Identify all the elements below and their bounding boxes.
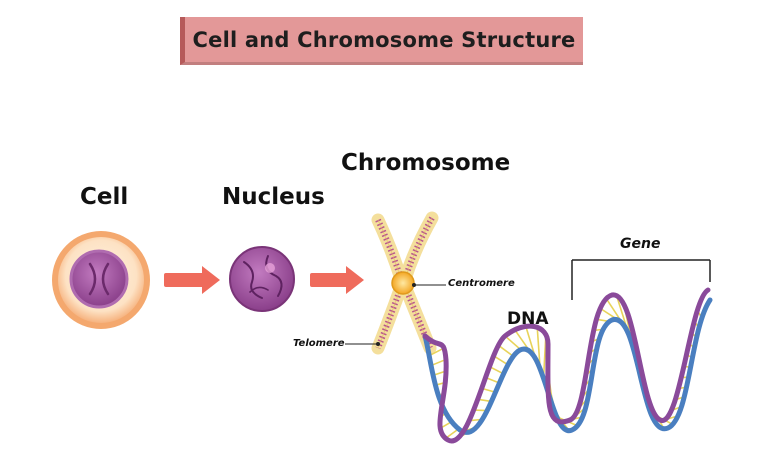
label-telomere: Telomere bbox=[293, 338, 345, 349]
nucleolus bbox=[265, 263, 275, 273]
title-banner: Cell and Chromosome Structure bbox=[180, 17, 583, 65]
nucleus-body bbox=[229, 246, 295, 312]
label-dna: DNA bbox=[507, 309, 549, 329]
nucleus-chromatin bbox=[243, 261, 263, 299]
chromosome-illustration bbox=[371, 211, 439, 355]
page-title: Cell and Chromosome Structure bbox=[192, 27, 576, 52]
chromosome-outline bbox=[377, 217, 433, 349]
dna-base-pair bbox=[430, 358, 447, 367]
dna-base-pair bbox=[497, 344, 514, 357]
dna-strand-blue bbox=[422, 297, 713, 435]
label-nucleus: Nucleus bbox=[222, 184, 325, 210]
cell-illustration bbox=[52, 231, 150, 329]
cell-nucleus bbox=[69, 249, 129, 309]
centromere bbox=[391, 271, 415, 295]
arrow-nucleus-to-chromosome bbox=[310, 266, 364, 294]
centromere-pointer-dot bbox=[412, 283, 416, 287]
cell-chromatin bbox=[88, 262, 97, 296]
chromosome-arm bbox=[397, 211, 439, 289]
label-cell: Cell bbox=[80, 184, 129, 210]
dna-base-pair bbox=[504, 335, 522, 351]
label-gene: Gene bbox=[620, 236, 661, 252]
nucleus-chromatin bbox=[249, 286, 269, 293]
nucleus-chromatin bbox=[265, 255, 283, 297]
nucleus-illustration bbox=[229, 246, 295, 312]
dna-base-pair bbox=[493, 355, 509, 366]
dna-base-pair bbox=[445, 428, 460, 439]
dna-base-pair bbox=[428, 347, 445, 357]
gene-bracket bbox=[571, 259, 711, 300]
dna-strand-purple bbox=[422, 287, 711, 444]
cell-chromatin bbox=[101, 262, 110, 296]
arrow-cell-to-nucleus bbox=[164, 266, 220, 294]
telomere-pointer-dot bbox=[376, 342, 380, 346]
label-chromosome: Chromosome bbox=[341, 150, 511, 176]
label-centromere: Centromere bbox=[448, 278, 515, 289]
dna-base-pair bbox=[489, 365, 504, 375]
